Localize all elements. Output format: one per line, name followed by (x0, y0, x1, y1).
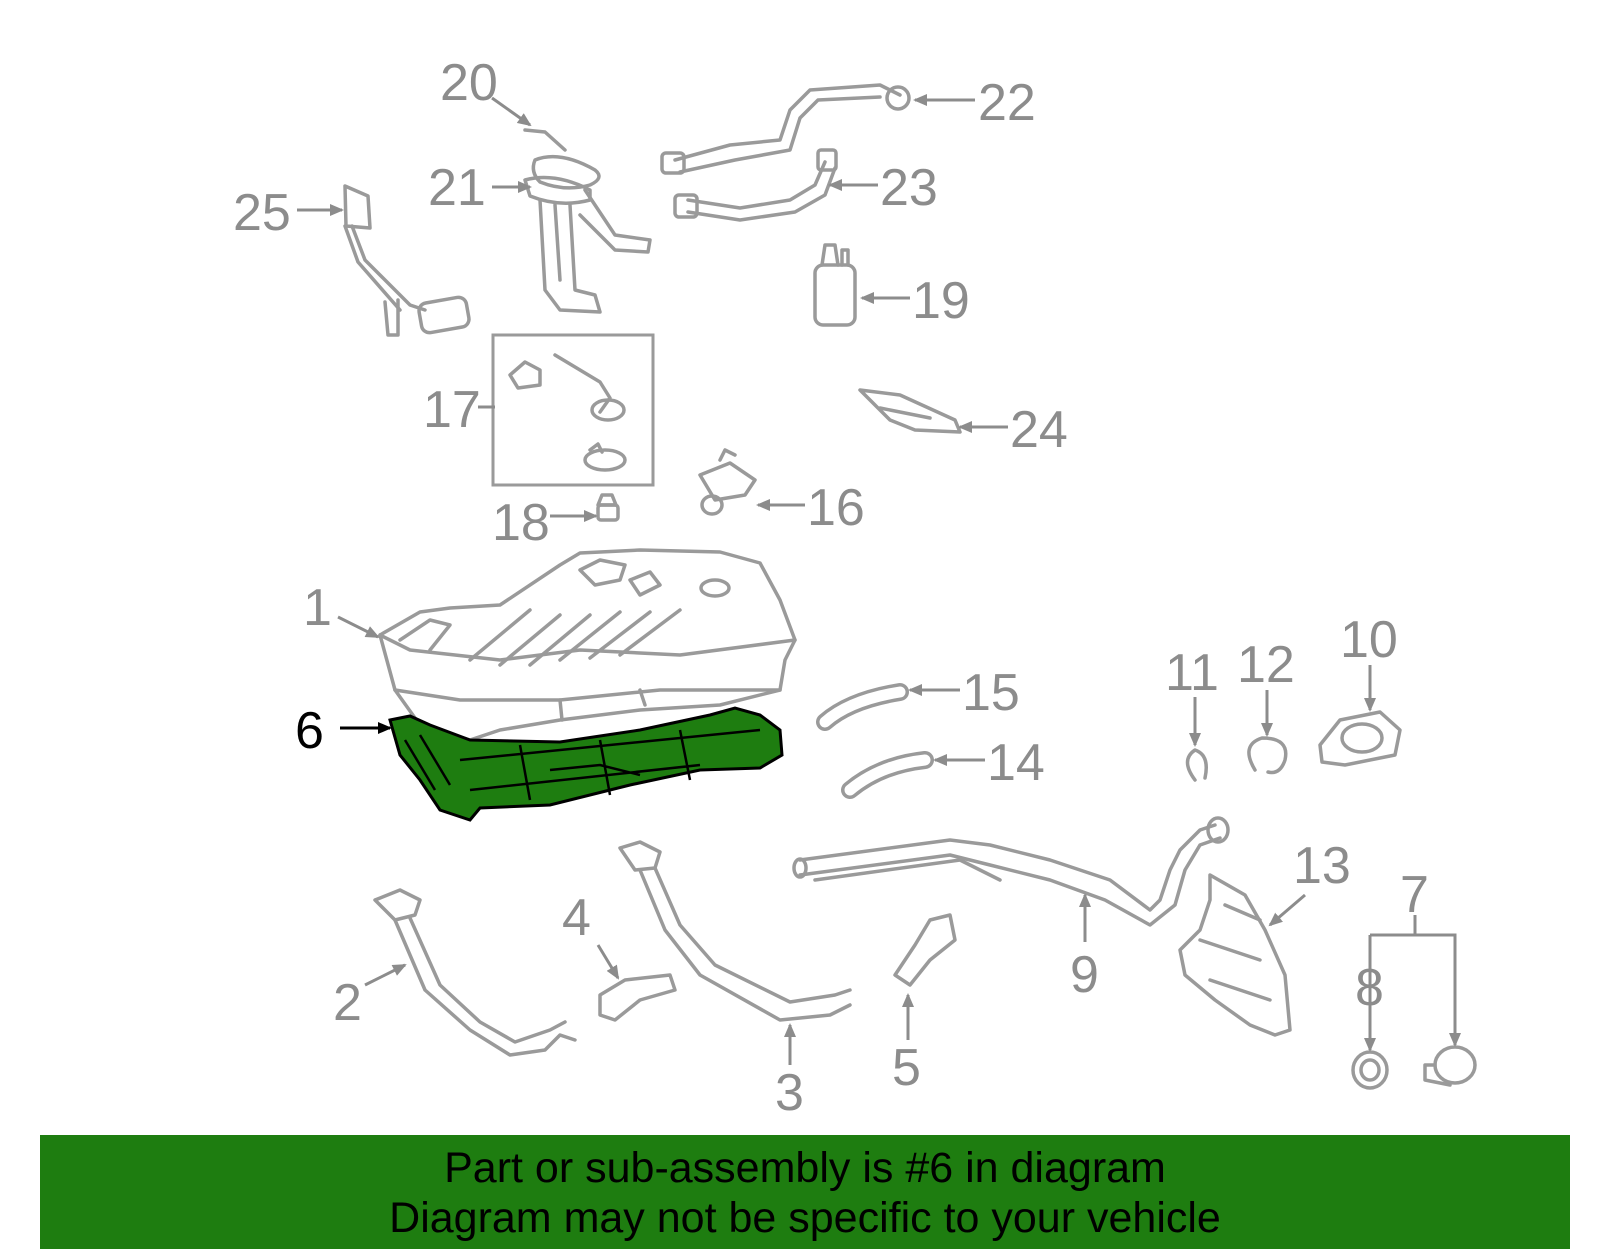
part-24-fuel-filter[interactable] (858, 388, 962, 434)
label-6: 6 (295, 702, 324, 760)
label-24: 24 (1010, 401, 1068, 459)
label-15: 15 (962, 664, 1020, 722)
part-15-hose[interactable] (816, 683, 909, 731)
label-14: 14 (987, 734, 1045, 792)
banner-line-2: Diagram may not be specific to your vehi… (389, 1194, 1221, 1242)
part-25-fuel-gauge-sender[interactable] (343, 184, 471, 337)
leader-1 (337, 615, 380, 639)
leader-lines (297, 94, 1461, 1065)
label-3: 3 (775, 1064, 804, 1122)
callout-labels: 20 21 25 22 23 19 24 17 18 16 1 6 15 14 … (233, 54, 1429, 1122)
parts-diagram: 20 21 25 22 23 19 24 17 18 16 1 6 15 14 … (233, 54, 1477, 1122)
part-3-strap[interactable] (618, 840, 852, 1022)
label-25: 25 (233, 184, 291, 242)
part-18-grommet[interactable] (596, 493, 620, 522)
leader-7 (1370, 933, 1461, 1047)
part-2-strap[interactable] (373, 888, 577, 1057)
part-17-kit-box[interactable] (491, 333, 655, 487)
label-12: 12 (1237, 636, 1295, 694)
label-7: 7 (1400, 866, 1429, 924)
part-1-fuel-tank[interactable] (378, 548, 797, 742)
label-16: 16 (807, 479, 865, 537)
leader-20 (491, 96, 532, 127)
part-5-bracket[interactable] (893, 913, 957, 987)
banner-line-1: Part or sub-assembly is #6 in diagram (444, 1144, 1166, 1192)
label-11: 11 (1165, 644, 1219, 702)
part-22-fuel-line[interactable] (660, 83, 911, 175)
label-9: 9 (1070, 946, 1099, 1004)
label-10: 10 (1340, 611, 1398, 669)
part-6-fuel-tank-protector[interactable] (388, 706, 784, 822)
part-16-valve[interactable] (698, 448, 757, 516)
label-20: 20 (440, 54, 498, 112)
part-7-plug[interactable] (1423, 1045, 1477, 1087)
label-19: 19 (912, 272, 970, 330)
leader-13 (1268, 893, 1306, 927)
label-23: 23 (880, 159, 938, 217)
part-19-fuel-pump[interactable] (813, 243, 857, 327)
label-18: 18 (492, 494, 550, 552)
info-banner: Part or sub-assembly is #6 in diagram Di… (40, 1135, 1570, 1249)
label-8: 8 (1355, 959, 1384, 1017)
part-13-shield[interactable] (1178, 873, 1292, 1037)
part-14-hose[interactable] (841, 751, 934, 799)
label-1: 1 (303, 579, 332, 637)
label-21: 21 (428, 159, 486, 217)
part-10-housing[interactable] (1318, 710, 1402, 767)
label-17: 17 (423, 381, 481, 439)
label-22: 22 (978, 74, 1036, 132)
leader-4 (596, 944, 620, 980)
part-23-fuel-line[interactable] (673, 148, 838, 222)
leader-2 (364, 963, 407, 987)
label-2: 2 (333, 974, 362, 1032)
part-11-clip[interactable] (1185, 748, 1208, 782)
part-9-filler-pipe[interactable] (792, 816, 1230, 927)
label-13: 13 (1293, 837, 1351, 895)
part-4-bracket[interactable] (598, 973, 677, 1022)
label-5: 5 (892, 1039, 921, 1097)
label-4: 4 (562, 889, 591, 947)
part-20-21-pump-bracket[interactable] (523, 128, 652, 314)
part-8-plug[interactable] (1351, 1050, 1389, 1090)
part-12-clamp[interactable] (1247, 736, 1288, 775)
